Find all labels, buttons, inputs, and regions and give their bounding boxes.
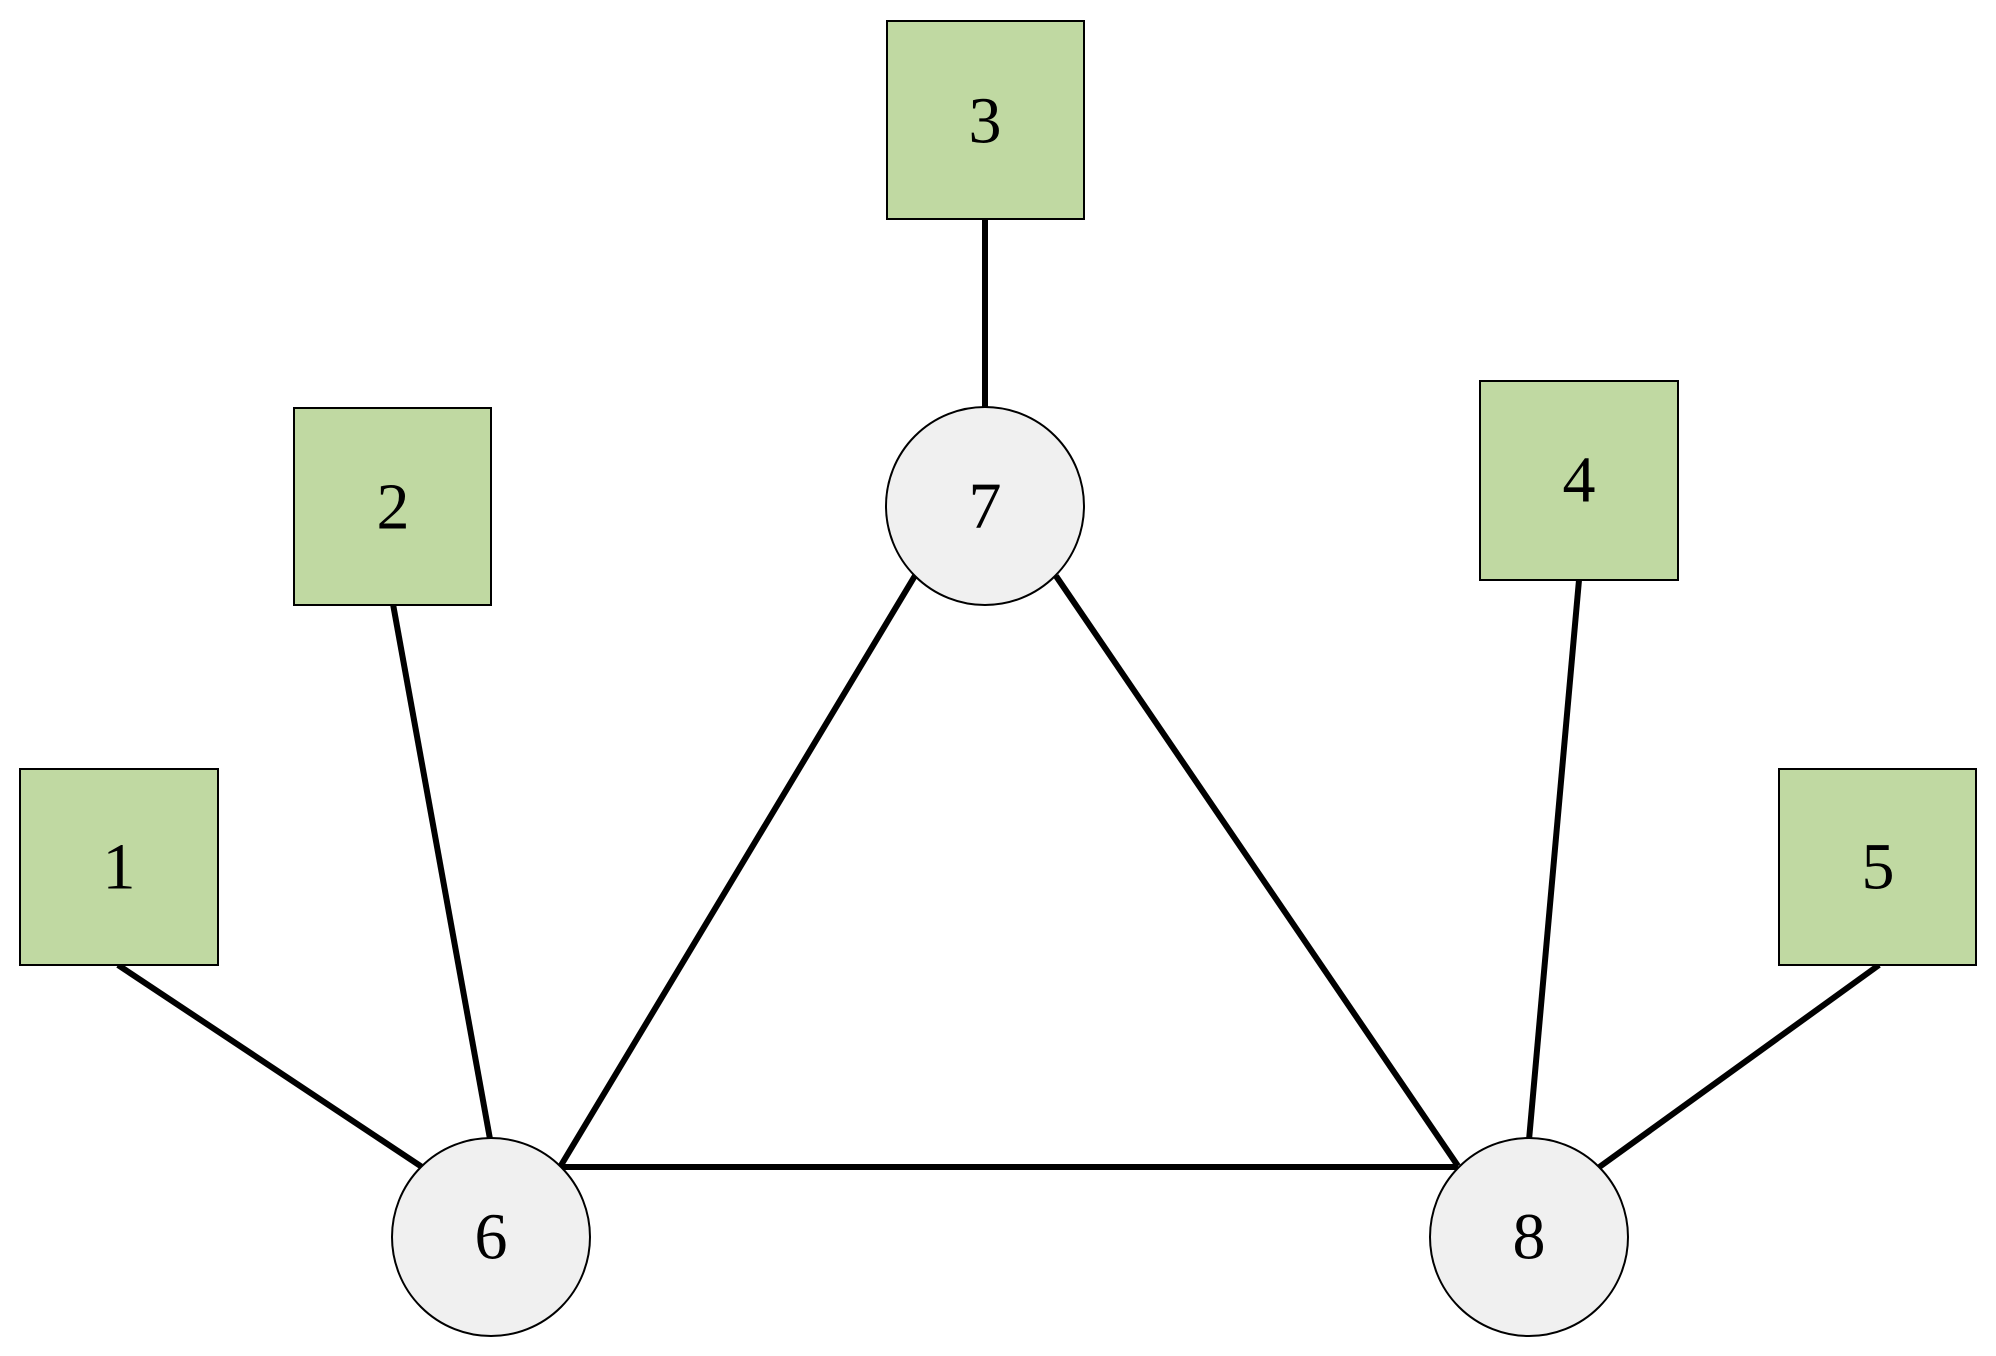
node-7: 7 [885, 406, 1085, 606]
node-label-7: 7 [969, 470, 1002, 543]
square-node-1 [19, 768, 219, 966]
node-6: 6 [391, 1137, 591, 1337]
node-label-6: 6 [475, 1201, 508, 1274]
edge-5-8 [1596, 962, 1881, 1171]
edge-6-7 [557, 572, 919, 1169]
square-node-4 [1479, 380, 1679, 581]
node-label-5: 5 [1862, 831, 1895, 904]
edge-4-8 [1526, 579, 1582, 1141]
square-node-3 [886, 20, 1085, 220]
node-label-2: 2 [377, 471, 410, 544]
circle-node-8 [1429, 1137, 1629, 1337]
node-label-3: 3 [969, 85, 1002, 158]
circle-node-7 [885, 406, 1085, 606]
square-node-5 [1778, 768, 1977, 966]
node-2: 2 [293, 407, 492, 606]
node-label-8: 8 [1513, 1201, 1546, 1274]
edge-1-6 [116, 962, 424, 1170]
circle-node-6 [391, 1137, 591, 1337]
node-5: 5 [1778, 768, 1977, 966]
node-8: 8 [1429, 1137, 1629, 1337]
node-4: 4 [1479, 380, 1679, 581]
node-label-1: 1 [103, 831, 136, 904]
square-node-2 [293, 407, 492, 606]
edge-7-8 [1053, 574, 1461, 1168]
edges [116, 218, 1881, 1171]
node-3: 3 [886, 20, 1085, 220]
edge-2-6 [390, 603, 493, 1140]
node-label-4: 4 [1563, 444, 1596, 517]
node-1: 1 [19, 768, 219, 966]
